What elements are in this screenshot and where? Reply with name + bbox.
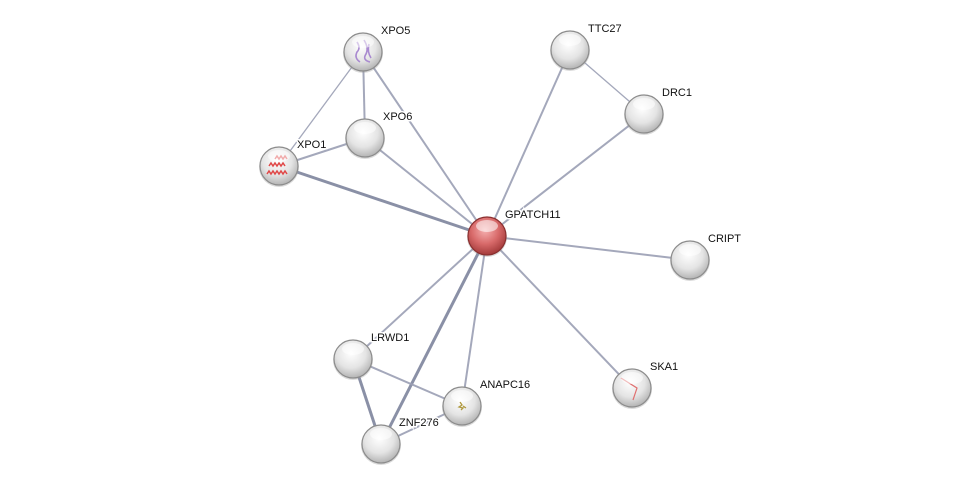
node-highlight — [342, 343, 364, 355]
node-highlight — [268, 150, 290, 162]
node-ska1[interactable]: SKA1 — [612, 360, 680, 409]
edges-layer — [278, 49, 691, 445]
edge-cript-gpatch11[interactable] — [486, 235, 691, 261]
node-anapc16[interactable]: ANAPC16 — [442, 378, 532, 427]
node-gpatch11[interactable]: GPATCH11 — [467, 208, 563, 257]
node-label[interactable]: CRIPT — [707, 232, 743, 247]
node-label[interactable]: ANAPC16 — [479, 378, 532, 393]
edge-lrwd1-gpatch11[interactable] — [352, 235, 488, 360]
node-label[interactable]: TTC27 — [587, 22, 624, 37]
edge-ttc27-gpatch11[interactable] — [486, 49, 571, 237]
node-label[interactable]: XPO1 — [296, 138, 328, 153]
node-highlight — [370, 428, 392, 440]
node-label[interactable]: ZNF276 — [398, 416, 441, 431]
edge-xpo1-gpatch11[interactable] — [278, 164, 488, 238]
node-label[interactable]: SKA1 — [649, 360, 680, 375]
protein-structure-icon — [457, 401, 467, 411]
edge-znf276-gpatch11[interactable] — [379, 235, 489, 445]
edge-drc1-gpatch11[interactable] — [486, 113, 645, 237]
node-label[interactable]: DRC1 — [661, 86, 694, 101]
node-highlight — [354, 122, 376, 134]
edge-xpo5-gpatch11[interactable] — [362, 51, 488, 237]
node-label[interactable]: GPATCH11 — [504, 208, 563, 223]
node-label[interactable]: LRWD1 — [370, 331, 411, 346]
node-label[interactable]: XPO5 — [380, 24, 412, 39]
node-znf276[interactable]: ZNF276 — [361, 416, 441, 465]
node-highlight — [476, 220, 498, 232]
node-highlight — [633, 98, 655, 110]
node-highlight — [559, 34, 581, 46]
node-cript[interactable]: CRIPT — [670, 232, 743, 281]
edge-xpo6-gpatch11[interactable] — [364, 137, 488, 237]
node-highlight — [352, 36, 374, 48]
edge-ska1-gpatch11[interactable] — [486, 235, 633, 389]
node-highlight — [621, 372, 643, 384]
edge-lrwd1-anapc16[interactable] — [352, 358, 463, 407]
edge-xpo5-xpo1[interactable] — [278, 51, 364, 167]
node-xpo1[interactable]: XPO1 — [259, 138, 328, 187]
node-ttc27[interactable]: TTC27 — [550, 22, 624, 71]
edge-anapc16-gpatch11[interactable] — [461, 235, 488, 407]
node-label[interactable]: XPO6 — [382, 110, 414, 125]
node-xpo6[interactable]: XPO6 — [345, 110, 414, 159]
node-lrwd1[interactable]: LRWD1 — [333, 331, 411, 380]
node-highlight — [451, 390, 473, 402]
node-highlight — [679, 244, 701, 256]
node-drc1[interactable]: DRC1 — [624, 86, 694, 135]
node-xpo5[interactable]: XPO5 — [343, 24, 412, 73]
